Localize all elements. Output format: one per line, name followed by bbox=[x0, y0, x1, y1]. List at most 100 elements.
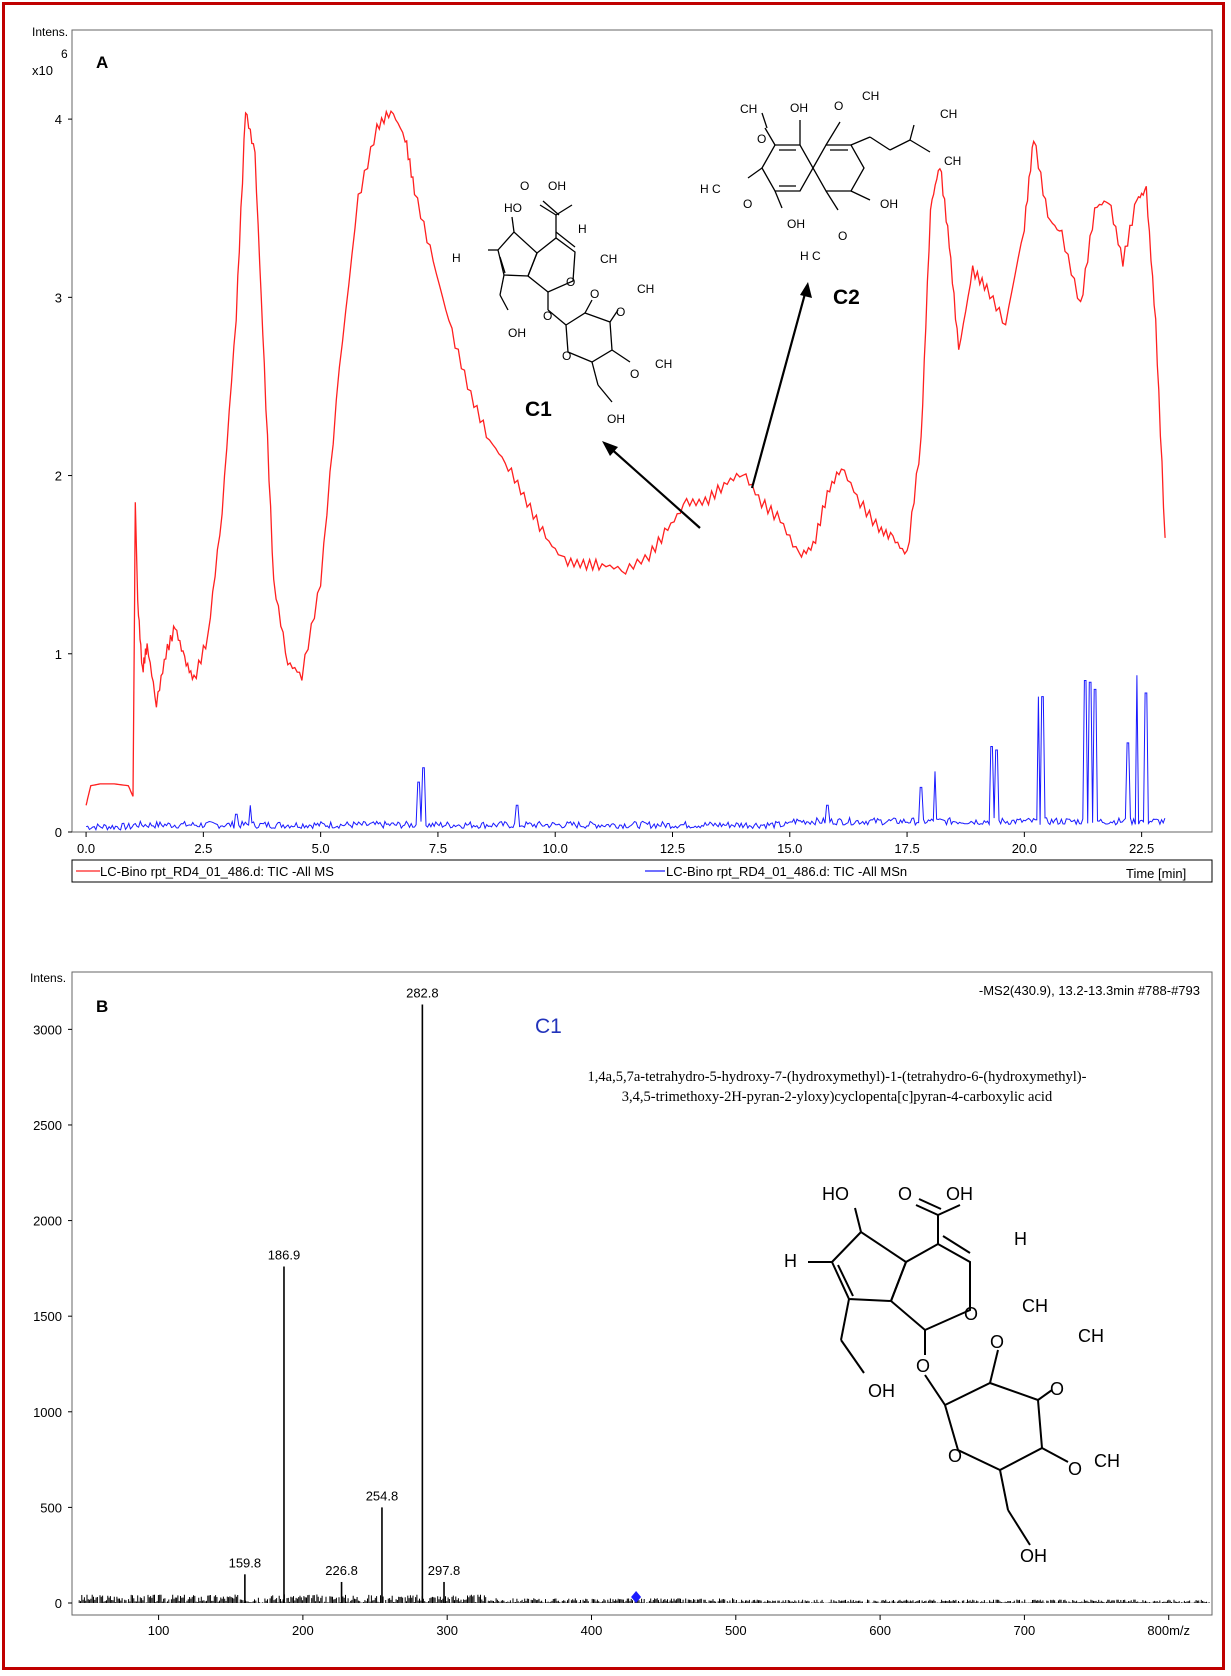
svg-text:H: H bbox=[578, 222, 587, 236]
svg-text:O: O bbox=[520, 179, 529, 193]
svg-text:OH: OH bbox=[508, 326, 526, 340]
svg-text:O: O bbox=[1050, 1379, 1064, 1399]
svg-text:CH: CH bbox=[637, 282, 654, 296]
svg-text:H: H bbox=[1014, 1229, 1027, 1249]
arrow-to-c2 bbox=[750, 289, 808, 489]
peak-label: 159.8 bbox=[229, 1555, 262, 1570]
svg-text:O: O bbox=[743, 197, 752, 211]
svg-text:O: O bbox=[616, 305, 625, 319]
peak-label: 186.9 bbox=[268, 1247, 301, 1262]
svg-text:H: H bbox=[452, 251, 461, 265]
svg-text:OH: OH bbox=[946, 1184, 973, 1204]
iupac-name-line-2: 3,4,5-trimethoxy-2H-pyran-2-yloxy)cyclop… bbox=[622, 1089, 1053, 1105]
x-tick-label: 200 bbox=[292, 1623, 314, 1638]
x-tick-label: 12.5 bbox=[660, 841, 685, 856]
structure-c2-small-icon bbox=[747, 112, 931, 211]
x-tick-label: 7.5 bbox=[429, 841, 447, 856]
y-tick-label: 3 bbox=[55, 290, 62, 305]
y-tick-label: 3000 bbox=[33, 1022, 62, 1037]
panel-a-yscale: x10 bbox=[32, 63, 53, 78]
compound-c2-label: C2 bbox=[833, 286, 860, 309]
peak-label: 297.8 bbox=[428, 1563, 461, 1578]
x-tick-label: 700 bbox=[1014, 1623, 1036, 1638]
svg-text:O: O bbox=[566, 275, 575, 289]
y-tick-label: 1500 bbox=[33, 1309, 62, 1324]
x-tick-label: 17.5 bbox=[894, 841, 919, 856]
precursor-marker bbox=[631, 1591, 642, 1603]
svg-text:HO: HO bbox=[504, 201, 522, 215]
panel-a: Intens. x10 6 A 0 1 2 3 4 0.0 2.5 5.0 7.5 10.0 12… bbox=[32, 25, 1213, 883]
x-tick-label: 500 bbox=[725, 1623, 747, 1638]
svg-text:CH: CH bbox=[655, 357, 672, 371]
panel-a-x-axis: 0.0 2.5 5.0 7.5 10.0 12.5 15.0 17.5 20.0 22.5 bbox=[77, 832, 1154, 856]
svg-text:O: O bbox=[964, 1304, 978, 1324]
svg-text:O: O bbox=[898, 1184, 912, 1204]
svg-text:O: O bbox=[562, 349, 571, 363]
x-tick-label: 2.5 bbox=[194, 841, 212, 856]
panel-b-plot-frame bbox=[71, 971, 1213, 1616]
svg-text:OH: OH bbox=[607, 412, 625, 426]
panel-a-label: A bbox=[96, 53, 108, 72]
svg-text:HO: HO bbox=[822, 1184, 849, 1204]
svg-text:H: H bbox=[784, 1251, 797, 1271]
x-tick-label: 22.5 bbox=[1129, 841, 1154, 856]
y-tick-label: 2000 bbox=[33, 1214, 62, 1229]
svg-text:CH: CH bbox=[940, 107, 957, 121]
peak-label: 226.8 bbox=[325, 1563, 358, 1578]
panel-b: Intens. B -MS2(430.9), 13.2-13.3min #788… bbox=[30, 971, 1213, 1638]
x-tick-label: 300 bbox=[436, 1623, 458, 1638]
spectrum-baseline-noise bbox=[78, 1594, 1210, 1603]
y-tick-label: 4 bbox=[55, 112, 62, 127]
x-tick-label: 15.0 bbox=[777, 841, 802, 856]
iupac-name-line-1: 1,4a,5,7a-tetrahydro-5-hydroxy-7-(hydrox… bbox=[588, 1069, 1087, 1085]
y-tick-label: 1 bbox=[55, 647, 62, 662]
svg-text:H C: H C bbox=[700, 182, 721, 196]
peak-label: 254.8 bbox=[366, 1488, 399, 1503]
panel-b-header: -MS2(430.9), 13.2-13.3min #788-#793 bbox=[979, 983, 1200, 998]
svg-text:CH: CH bbox=[944, 154, 961, 168]
svg-text:O: O bbox=[834, 99, 843, 113]
y-tick-label: 0 bbox=[55, 825, 62, 840]
series-tic-all-msn bbox=[85, 675, 1166, 832]
svg-text:CH: CH bbox=[1078, 1326, 1104, 1346]
structure-c1-large-atoms: HO O OH H H OH O O CH O CH O O CH O OH bbox=[784, 1184, 1120, 1566]
x-tick-label: 5.0 bbox=[312, 841, 330, 856]
panel-b-label: B bbox=[96, 997, 108, 1016]
structure-c1-large-icon bbox=[808, 1198, 1069, 1546]
svg-text:OH: OH bbox=[880, 197, 898, 211]
svg-text:O: O bbox=[990, 1332, 1004, 1352]
x-tick-label: 100 bbox=[148, 1623, 170, 1638]
x-tick-label: 0.0 bbox=[77, 841, 95, 856]
svg-text:O: O bbox=[590, 287, 599, 301]
structure-c1-small-atoms: HO O OH H H OH O O O CH CH O O CH O OH bbox=[452, 179, 672, 426]
legend-entry-msn: LC-Bino rpt_RD4_01_486.d: TIC -All MSn bbox=[666, 864, 907, 879]
x-tick-label: 600 bbox=[869, 1623, 891, 1638]
svg-text:CH: CH bbox=[1022, 1296, 1048, 1316]
panel-a-yexp: 6 bbox=[61, 47, 68, 61]
y-tick-label: 0 bbox=[55, 1596, 62, 1611]
svg-text:OH: OH bbox=[548, 179, 566, 193]
svg-text:O: O bbox=[757, 132, 766, 146]
panel-a-ylabel: Intens. bbox=[32, 25, 68, 39]
y-tick-label: 2 bbox=[55, 469, 62, 484]
panel-a-xlabel: Time [min] bbox=[1126, 866, 1186, 881]
x-tick-label: 20.0 bbox=[1012, 841, 1037, 856]
structure-c2-small-atoms: CH OH O CH CH CH O H C O OH OH H C O bbox=[700, 89, 961, 263]
svg-text:O: O bbox=[838, 229, 847, 243]
x-tick-label: 10.0 bbox=[543, 841, 568, 856]
arrow-to-c1-head bbox=[602, 441, 618, 456]
svg-text:O: O bbox=[1068, 1459, 1082, 1479]
svg-text:OH: OH bbox=[868, 1381, 895, 1401]
x-tick-label: 400 bbox=[581, 1623, 603, 1638]
svg-text:O: O bbox=[630, 367, 639, 381]
y-tick-label: 1000 bbox=[33, 1405, 62, 1420]
compound-c1-label: C1 bbox=[525, 398, 552, 421]
arrow-to-c2-head bbox=[800, 282, 812, 298]
svg-text:OH: OH bbox=[790, 101, 808, 115]
svg-text:CH: CH bbox=[740, 102, 757, 116]
svg-text:O: O bbox=[916, 1356, 930, 1376]
